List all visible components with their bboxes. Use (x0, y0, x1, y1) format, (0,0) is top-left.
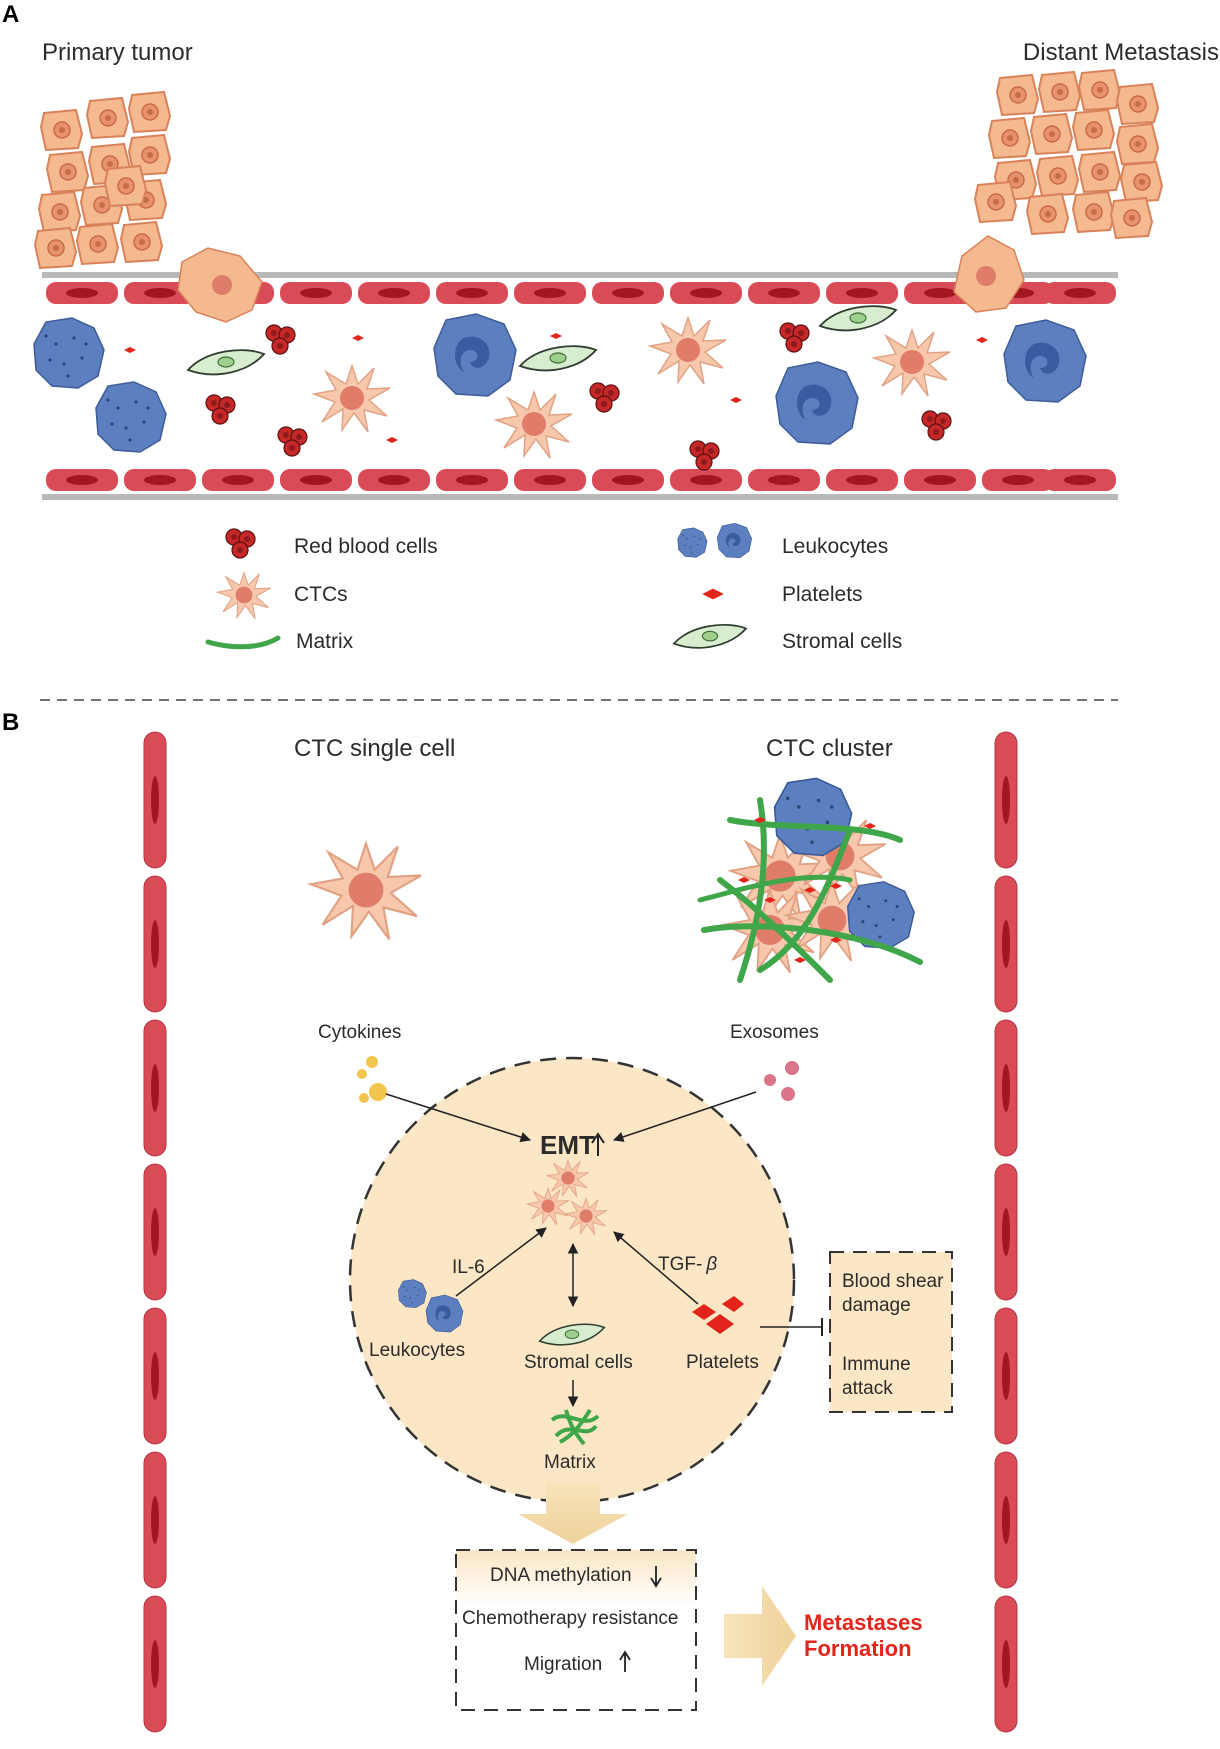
blood-contents (33, 305, 1087, 471)
primary-tumor-cluster (34, 91, 171, 269)
legend-matrix-label: Matrix (296, 630, 354, 653)
tgf-arrow (613, 1231, 699, 1305)
cytokines-label: Cytokines (318, 1022, 401, 1043)
emt-label: EMT (540, 1130, 595, 1160)
panel-a-letter: A (2, 1, 19, 28)
ctc-cluster-title: CTC cluster (766, 735, 893, 762)
immune-attack-line2: attack (842, 1378, 893, 1399)
legend-ctc-icon (216, 572, 272, 620)
dna-methylation-down-arrow (650, 1566, 662, 1588)
distant-metastasis-cluster (974, 69, 1163, 239)
left-vessel (143, 731, 167, 1733)
immune-attack-line1: Immune (842, 1354, 911, 1375)
vessel-bottom-wall (42, 469, 1118, 500)
panel-b-letter: B (2, 709, 19, 736)
migration-up-arrow (619, 1650, 631, 1672)
exosomes-icon (764, 1061, 799, 1101)
outcome-chemo-resistance: Chemotherapy resistance (462, 1608, 679, 1629)
emt-up-arrow (591, 1132, 605, 1156)
extravasating-cell (953, 235, 1025, 313)
circle-matrix-label: Matrix (544, 1452, 596, 1473)
il6-label: IL-6 (452, 1257, 485, 1278)
intravasating-cell (177, 247, 263, 323)
metastases-formation-line1: Metastases (804, 1610, 923, 1635)
legend-stromal-label: Stromal cells (782, 630, 902, 653)
legend-rbc-icon (225, 528, 256, 559)
outcome-dna-methylation: DNA methylation (490, 1565, 632, 1586)
ctc-single-cell-title: CTC single cell (294, 735, 455, 762)
legend-platelets-icon (702, 588, 724, 600)
primary-tumor-title: Primary tumor (42, 39, 193, 66)
legend-leukocytes-label: Leukocytes (782, 535, 888, 558)
blood-shear-line1: Blood shear (842, 1271, 944, 1292)
circle-platelets-label: Platelets (686, 1352, 759, 1373)
legend-stromal-icon (673, 623, 747, 649)
outcome-migration: Migration (524, 1654, 602, 1675)
circle-platelets-icon (692, 1296, 744, 1334)
distant-metastasis-title: Distant Metastasis (1023, 39, 1219, 66)
ctc-single-cell-image (309, 842, 423, 941)
legend-ctc-label: CTCs (294, 583, 348, 606)
blood-shear-line2: damage (842, 1295, 911, 1316)
legend-leukocytes-icon (677, 523, 752, 559)
circle-leukocytes-label: Leukocytes (369, 1340, 465, 1361)
downward-block-arrow (518, 1482, 628, 1544)
il6-arrow (455, 1227, 547, 1297)
circle-matrix-icon (550, 1408, 600, 1446)
right-vessel (994, 731, 1018, 1733)
exosomes-label: Exosomes (730, 1022, 819, 1043)
cytokines-icon (357, 1056, 387, 1103)
rightward-block-arrow (724, 1586, 796, 1686)
exosomes-arrow (613, 1091, 757, 1142)
ctc-cluster-image (697, 777, 923, 983)
cytokines-arrow (385, 1093, 532, 1143)
protection-box (829, 1251, 953, 1413)
vessel-top-wall (42, 272, 1118, 304)
legend-matrix-icon (205, 635, 281, 650)
legend-platelets-label: Platelets (782, 583, 863, 606)
circle-stromal-label: Stromal cells (524, 1352, 633, 1373)
legend: Red blood cells CTCs Matrix Leukocytes P… (205, 523, 902, 653)
tgf-beta-label: TGF-β (658, 1254, 717, 1275)
metastases-formation-line2: Formation (804, 1636, 912, 1661)
legend-rbc-label: Red blood cells (294, 535, 438, 558)
